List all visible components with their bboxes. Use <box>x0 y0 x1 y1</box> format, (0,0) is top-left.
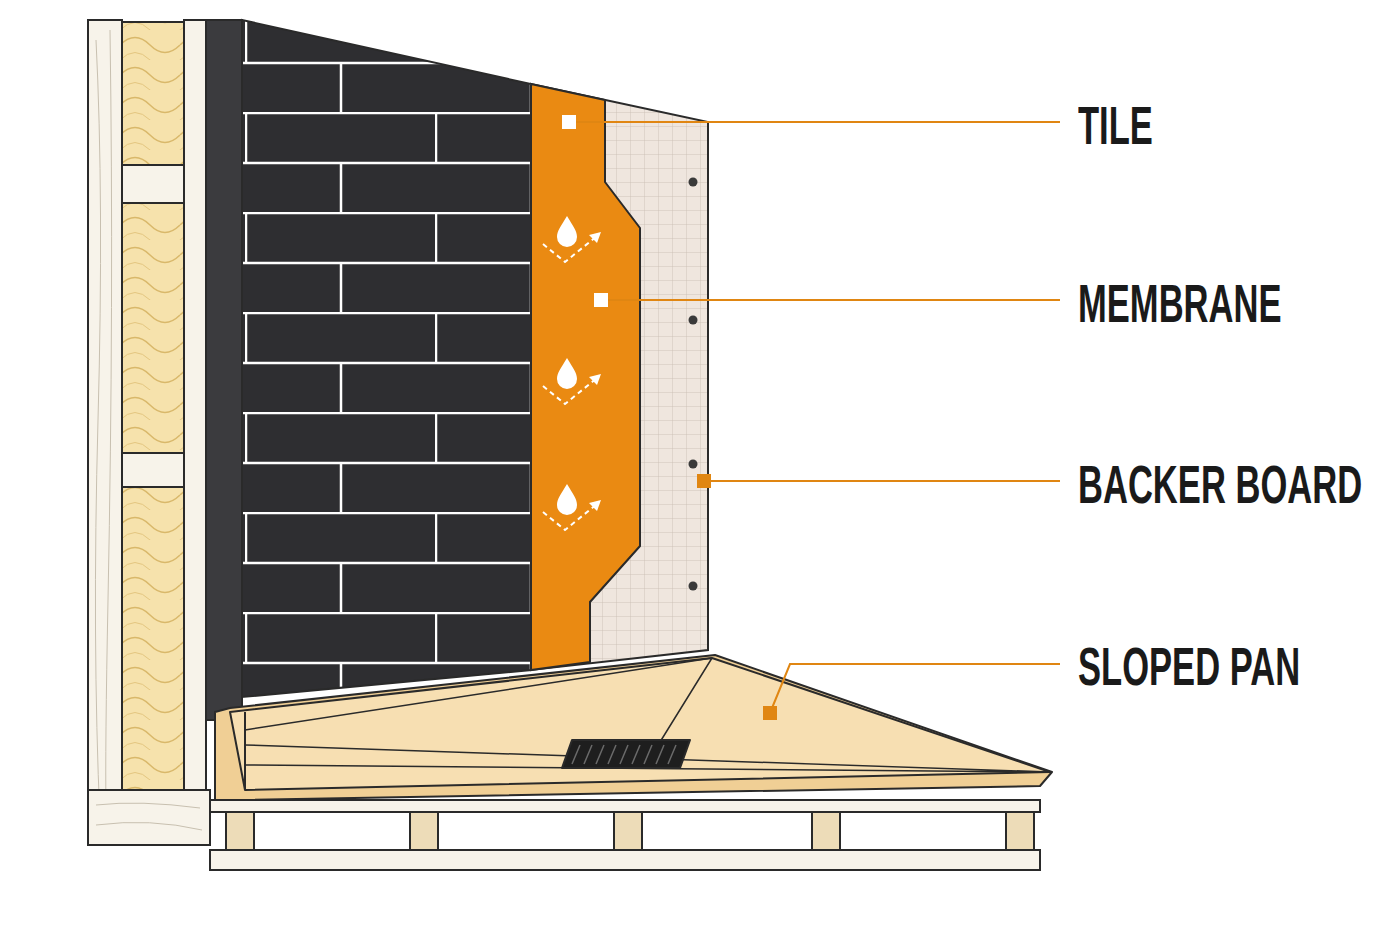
water-drop-icons <box>543 216 601 530</box>
drain-grate <box>562 740 690 768</box>
tile-surface <box>242 15 532 705</box>
part-label: MEMBRANE <box>1078 276 1282 330</box>
floor-joists <box>210 800 1040 870</box>
part-label: TILE <box>1078 98 1153 152</box>
membrane <box>531 84 640 670</box>
backer-board <box>531 84 708 670</box>
part-label: BACKER BOARD <box>1078 457 1362 511</box>
screws <box>689 178 698 591</box>
leader-lines <box>569 122 1060 713</box>
part-label: SLOPED PAN <box>1078 639 1300 693</box>
leader-markers <box>562 115 777 720</box>
sloped-pan <box>215 655 1052 800</box>
